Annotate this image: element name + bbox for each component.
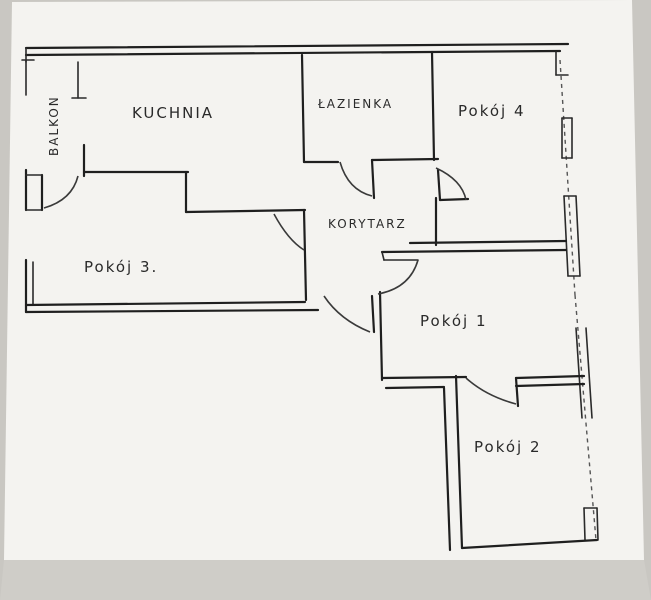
room-label-kuchnia: KUCHNIA [132, 104, 214, 122]
room-label-pokoj4: Pokój 4 [458, 102, 526, 120]
room-label-korytarz: KORYTARZ [328, 217, 407, 231]
outer-walls [21, 42, 599, 541]
room-label-pokoj3: Pokój 3. [84, 258, 158, 276]
paper-shadow [0, 560, 651, 600]
interior-walls [71, 50, 599, 552]
room-label-pokoj1: Pokój 1 [420, 312, 488, 330]
room-label-balkon: BALKON [47, 95, 61, 156]
paper-sheet [4, 0, 644, 560]
room-label-pokoj2: Pokój 2 [474, 438, 542, 456]
room-label-lazienka: ŁAZIENKA [317, 97, 393, 111]
doors [43, 161, 517, 405]
